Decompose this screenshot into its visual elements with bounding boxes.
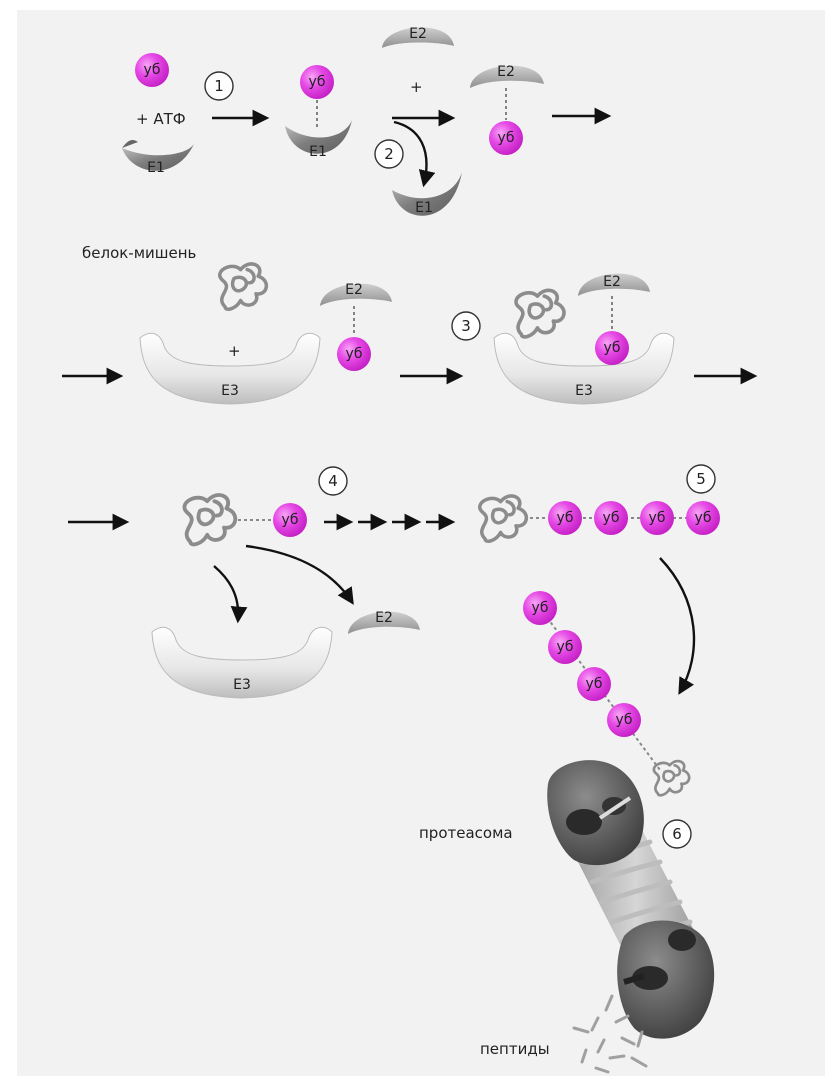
- ubiquitin-chain-3: уб: [640, 501, 674, 535]
- target-protein-label: белок-мишень: [82, 244, 196, 262]
- step-5-marker: 5: [687, 465, 715, 493]
- ubiquitin-chain-2: уб: [594, 501, 628, 535]
- ubiquitin-on-e1: уб: [300, 65, 334, 99]
- ubiquitin-on-e2: уб: [489, 121, 523, 155]
- polyubiquitin-chain: уб уб уб уб: [548, 501, 720, 535]
- svg-text:E2: E2: [375, 610, 393, 626]
- svg-text:уб: уб: [604, 340, 621, 356]
- svg-text:уб: уб: [557, 510, 574, 526]
- enzyme-e1-loaded: E1: [285, 120, 352, 160]
- ubiquitin-attached: уб: [273, 503, 307, 537]
- svg-text:4: 4: [328, 472, 338, 490]
- svg-text:3: 3: [461, 317, 471, 335]
- svg-text:уб: уб: [309, 74, 326, 90]
- enzyme-e2-complex: E2: [578, 274, 650, 296]
- ubiquitin-on-e2-row2: уб: [337, 337, 371, 371]
- svg-text:5: 5: [696, 470, 706, 488]
- ubiquitin-chain-1: уб: [548, 501, 582, 535]
- target-protein: [220, 264, 267, 309]
- step-2-marker: 2: [375, 140, 403, 168]
- ubiquitin-diag-4: уб: [607, 703, 641, 737]
- enzyme-e3-released: E3: [152, 627, 332, 698]
- svg-text:уб: уб: [557, 639, 574, 655]
- enzyme-e2-row2: E2: [320, 282, 392, 306]
- svg-text:уб: уб: [144, 62, 161, 78]
- ubiquitin-free: уб: [135, 53, 169, 87]
- ubiquitin-chain-4: уб: [686, 501, 720, 535]
- polyubiquitin-chain-diagonal: уб уб уб уб: [523, 591, 660, 770]
- svg-text:E2: E2: [603, 274, 621, 290]
- arrow-to-proteasome: [660, 558, 694, 692]
- svg-text:E1: E1: [147, 160, 165, 176]
- ubiquitin-on-e2-complex: уб: [595, 331, 629, 365]
- svg-text:6: 6: [672, 825, 682, 843]
- svg-text:E1: E1: [415, 200, 433, 216]
- plus-sign-2: +: [228, 342, 241, 360]
- svg-text:E2: E2: [409, 26, 427, 42]
- peptides-label: пептиды: [480, 1040, 550, 1058]
- svg-text:уб: уб: [695, 510, 712, 526]
- target-protein-polyubiquitinated: [480, 496, 527, 541]
- svg-text:уб: уб: [532, 600, 549, 616]
- arrow-e2-release: [246, 546, 352, 602]
- enzyme-e1-free: E1: [122, 140, 194, 176]
- svg-text:уб: уб: [586, 676, 603, 692]
- plus-sign: +: [410, 78, 423, 96]
- target-protein-entering: [654, 761, 689, 795]
- target-protein-ubiquitinated: [184, 495, 235, 544]
- svg-text:уб: уб: [346, 346, 363, 362]
- enzyme-e2-loaded: E2: [470, 64, 544, 88]
- svg-text:уб: уб: [649, 510, 666, 526]
- svg-text:E1: E1: [309, 144, 327, 160]
- step-6-marker: 6: [663, 820, 691, 848]
- step-1-marker: 1: [205, 72, 233, 100]
- svg-text:E3: E3: [575, 383, 593, 399]
- proteasome-label: протеасома: [419, 824, 513, 842]
- svg-text:E2: E2: [345, 282, 363, 298]
- atp-label: + АТФ: [136, 110, 186, 128]
- arrow-e3-release: [214, 566, 238, 620]
- target-protein-bound: [516, 290, 564, 337]
- svg-text:E2: E2: [497, 64, 515, 80]
- svg-text:E3: E3: [221, 383, 239, 399]
- enzyme-e3-complex: E3: [494, 333, 674, 404]
- ubiquitin-diag-2: уб: [548, 630, 582, 664]
- svg-text:2: 2: [384, 145, 394, 163]
- svg-text:уб: уб: [603, 510, 620, 526]
- enzyme-e1-released: E1: [392, 172, 462, 216]
- svg-text:1: 1: [214, 77, 224, 95]
- enzyme-e2-released: E2: [348, 610, 420, 634]
- proteasome: [547, 760, 714, 1039]
- step-4-marker: 4: [319, 467, 347, 495]
- svg-text:уб: уб: [616, 712, 633, 728]
- svg-text:уб: уб: [282, 512, 299, 528]
- step-3-marker: 3: [452, 312, 480, 340]
- enzyme-e2-free: E2: [382, 26, 454, 48]
- svg-text:уб: уб: [498, 130, 515, 146]
- ubiquitin-diag-1: уб: [523, 591, 557, 625]
- ubiquitin-diag-3: уб: [577, 667, 611, 701]
- svg-text:E3: E3: [233, 677, 251, 693]
